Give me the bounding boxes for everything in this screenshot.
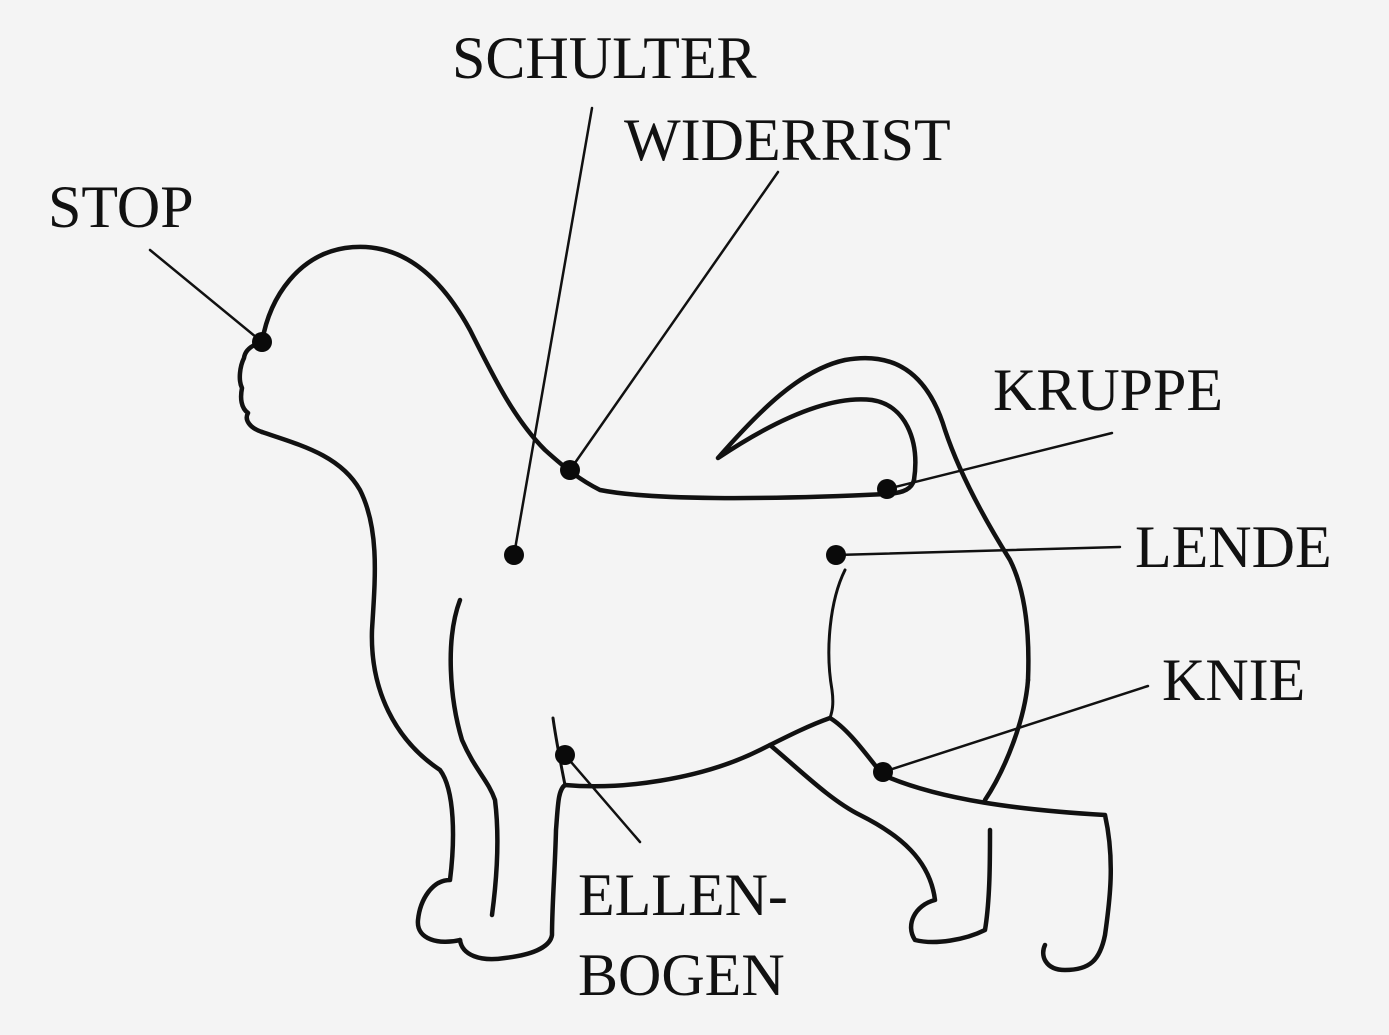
schulter-leader xyxy=(514,108,592,555)
tail-outline xyxy=(718,358,1028,680)
rear-thigh-outline xyxy=(985,680,1028,800)
knie-label: KNIE xyxy=(1162,647,1305,713)
belly-outline xyxy=(565,718,830,786)
kruppe-point xyxy=(877,479,897,499)
knie-leader xyxy=(883,686,1148,772)
ellenbogen-point xyxy=(555,745,575,765)
leader-lines xyxy=(150,108,1148,842)
lende-leader xyxy=(836,547,1120,555)
hind-leg-outline xyxy=(830,718,1111,970)
knie-point xyxy=(873,762,893,782)
schulter-point xyxy=(504,545,524,565)
front-legs-outline xyxy=(460,785,565,959)
stop-point xyxy=(252,332,272,352)
lende-label: LENDE xyxy=(1135,514,1332,580)
kruppe-leader xyxy=(887,433,1112,489)
anatomical-points xyxy=(252,332,897,782)
widerrist-label: WIDERRIST xyxy=(624,107,951,173)
schulter-label: SCHULTER xyxy=(452,25,757,91)
ellenbogen-label-line1: ELLEN- xyxy=(578,862,788,928)
ellenbogen-leader xyxy=(565,755,640,842)
inner-front-leg-outline xyxy=(451,600,498,915)
hind-leg-crease-outline xyxy=(829,570,845,718)
widerrist-point xyxy=(560,460,580,480)
lende-point xyxy=(826,545,846,565)
neck-and-chest-outline xyxy=(262,432,460,942)
stop-label: STOP xyxy=(48,174,194,240)
labels: SCHULTER WIDERRIST STOP KRUPPE LENDE KNI… xyxy=(48,25,1332,1008)
kruppe-label: KRUPPE xyxy=(993,357,1223,423)
ellenbogen-label-line2: BOGEN xyxy=(578,942,785,1008)
muzzle-outline xyxy=(240,342,262,432)
stop-leader xyxy=(150,250,262,342)
